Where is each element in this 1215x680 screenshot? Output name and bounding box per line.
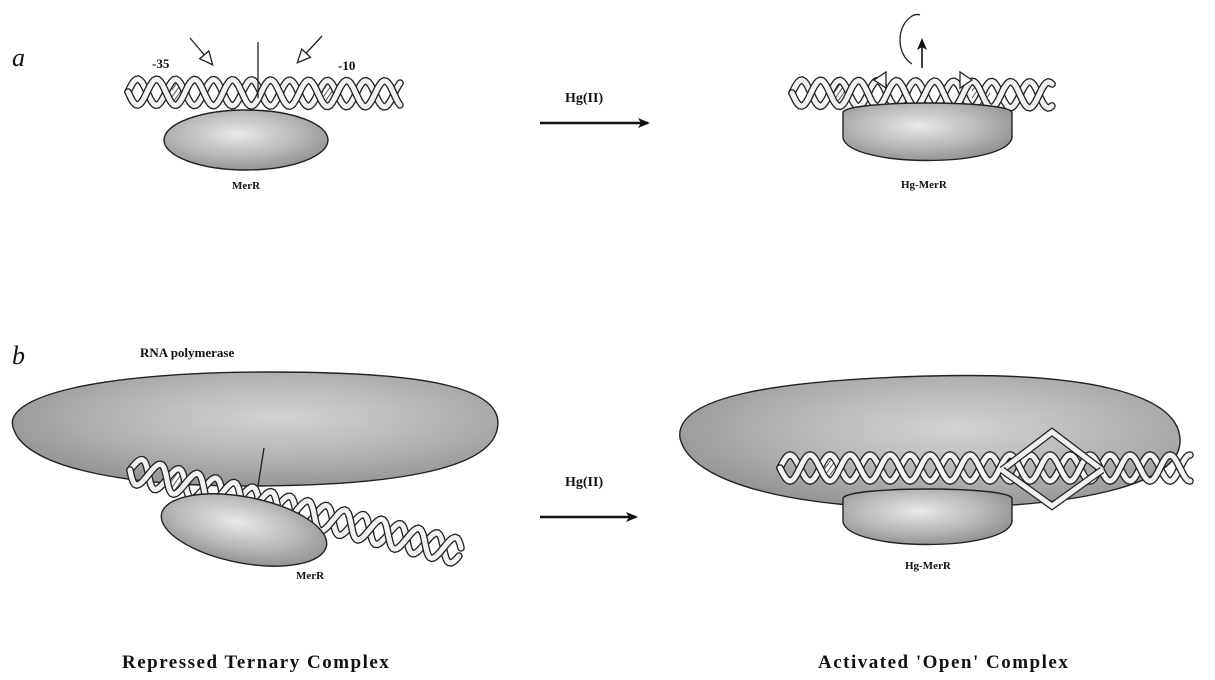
merr-protein	[164, 110, 328, 170]
panel-a-letter: a	[12, 43, 25, 72]
minus10-label: -10	[338, 58, 355, 73]
panel-a-right-complex: Hg-MerR	[792, 14, 1052, 191]
rna-polymerase-label: RNA polymerase	[140, 345, 234, 360]
merr-label: MerR	[232, 180, 261, 192]
hg-merr-protein	[843, 103, 1012, 161]
dna-helix	[128, 79, 400, 107]
hg-label-a: Hg(II)	[565, 91, 603, 106]
panel-a-reaction-arrow: Hg(II)	[540, 91, 648, 123]
hg-label-b: Hg(II)	[565, 475, 603, 490]
hg-merr-protein	[843, 489, 1012, 545]
activated-caption: Activated 'Open' Complex	[818, 652, 1069, 673]
hg-merr-label: Hg-MerR	[905, 560, 952, 572]
rna-polymerase	[680, 376, 1180, 509]
rotation-arc	[900, 14, 920, 64]
minus35-open-arrow	[190, 38, 212, 64]
merr-label: MerR	[296, 570, 325, 582]
panel-b-reaction-arrow: Hg(II)	[540, 475, 636, 517]
repressed-caption: Repressed Ternary Complex	[122, 652, 390, 673]
rna-polymerase	[12, 372, 498, 486]
merr-protein	[155, 482, 333, 579]
panel-b-letter: b	[12, 341, 25, 370]
minus35-label: -35	[152, 56, 170, 71]
minus10-open-arrow	[298, 36, 322, 62]
panel-b-right-complex: Hg-MerR	[680, 376, 1190, 572]
panel-a-left-complex: -35 -10 MerR	[128, 36, 400, 192]
hg-merr-label: Hg-MerR	[901, 179, 948, 191]
panel-b-left-complex: MerR	[12, 372, 498, 582]
